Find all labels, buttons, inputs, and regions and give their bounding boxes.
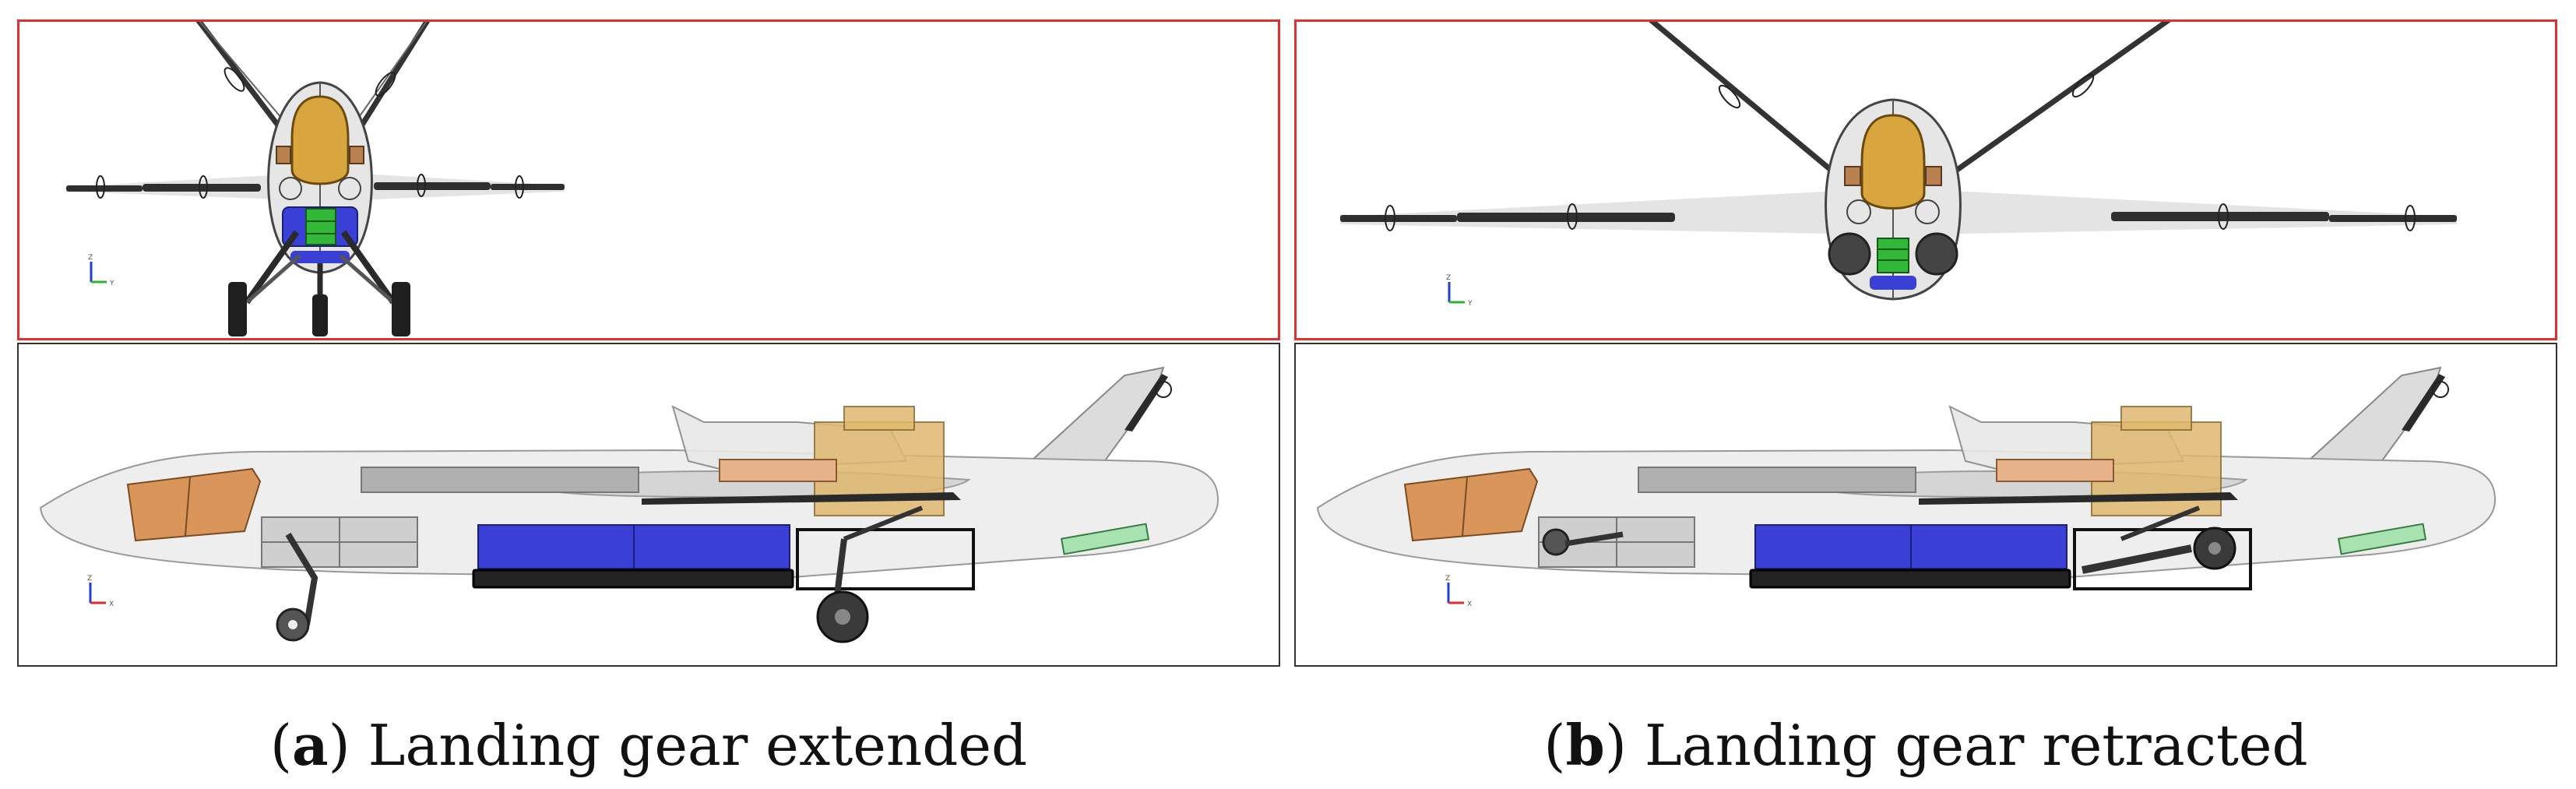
battery-tray xyxy=(472,569,794,589)
subfigure-letter: b xyxy=(1565,712,1605,778)
front-view-drawing-b: Z Y xyxy=(1340,22,2457,308)
main-gear-bay xyxy=(2073,528,2252,590)
cooling-vent xyxy=(2337,523,2427,555)
wing-spar xyxy=(642,492,961,505)
caption-text: Landing gear retracted xyxy=(1644,713,2308,778)
svg-text:X: X xyxy=(1467,601,1472,608)
wheel-right xyxy=(392,282,410,336)
payload-sensor xyxy=(1860,114,1926,210)
wheel-nose xyxy=(312,294,328,336)
cooling-vent xyxy=(1060,523,1150,555)
side-view-drawing-b: Z X xyxy=(1316,366,2497,608)
subfigure-letter: a xyxy=(292,712,329,778)
wheel-left xyxy=(228,282,247,336)
axis-triad-icon: Z Y xyxy=(1446,274,1473,308)
gear-strut-left xyxy=(244,230,300,305)
nose-avionics-bay xyxy=(1403,467,1539,542)
nose-wheel-retracted xyxy=(1542,528,1570,556)
payload-sensor xyxy=(290,95,350,185)
upper-rail xyxy=(1638,467,1916,493)
svg-text:Z: Z xyxy=(87,575,92,583)
main-gear-bay xyxy=(796,528,975,590)
gear-strut-right xyxy=(340,230,396,305)
battery-pack xyxy=(1870,276,1916,290)
caption-text: Landing gear extended xyxy=(368,713,1028,778)
battery-tray xyxy=(1749,569,2071,589)
electronics-board xyxy=(305,208,336,245)
side-view-panel-a: Z X xyxy=(17,343,1280,667)
svg-text:Y: Y xyxy=(109,280,114,287)
axis-triad-icon: Z X xyxy=(87,575,114,608)
svg-text:Z: Z xyxy=(88,254,93,262)
upper-rail xyxy=(361,467,639,493)
front-view-drawing-a: Z Y xyxy=(66,22,565,336)
side-view-panel-b: Z X xyxy=(1294,343,2557,667)
electronics-board xyxy=(1877,238,1909,273)
nose-avionics-bay xyxy=(126,467,262,542)
svg-text:X: X xyxy=(109,601,114,608)
side-view-drawing-a: Z X xyxy=(39,366,1219,643)
axis-triad-icon: Z X xyxy=(1445,575,1472,608)
retracted-wheel-left xyxy=(1828,232,1871,276)
front-view-panel-a: Z Y xyxy=(17,19,1280,340)
retracted-wheel-right xyxy=(1915,232,1958,276)
subfigure-caption-b: (b) Landing gear retracted xyxy=(1543,712,2308,778)
wing-spar xyxy=(1919,492,2238,505)
nose-gear-leg xyxy=(285,532,318,625)
tail-left xyxy=(1649,22,1852,188)
main-gear-leg-retracted xyxy=(2082,544,2192,574)
nose-gear-leg-retracted xyxy=(1564,531,1624,547)
svg-text:Z: Z xyxy=(1446,274,1451,282)
subfigure-caption-a: (a) Landing gear extended xyxy=(269,712,1028,778)
front-view-panel-b: Z Y xyxy=(1294,19,2557,340)
axis-triad-icon: Z Y xyxy=(88,254,114,287)
svg-text:Y: Y xyxy=(1467,300,1473,308)
tail-right xyxy=(1933,22,2171,188)
svg-text:Z: Z xyxy=(1445,575,1450,583)
main-gear-leg xyxy=(833,538,847,602)
